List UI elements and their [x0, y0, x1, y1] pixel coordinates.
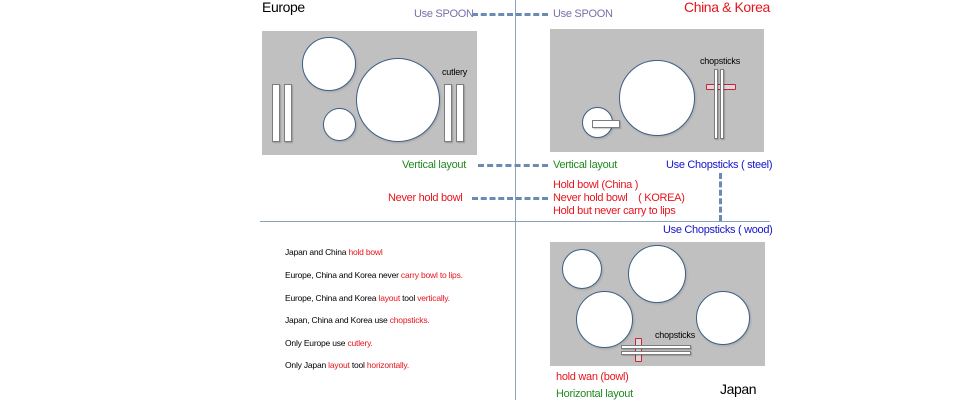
japan-small-plate-1 [562, 249, 602, 289]
japan-dish-large [628, 245, 686, 303]
europe-small-bowl [323, 108, 356, 141]
summary-line-5: Only Europe use cutlery. [285, 338, 373, 348]
europe-table-panel: cutlery [262, 31, 477, 155]
japan-soup-bowl [696, 291, 750, 345]
soup-spoon [592, 120, 620, 128]
vertical-divider [515, 0, 516, 400]
europe-knife-right-2 [456, 84, 464, 142]
never-hold-bowl-europe: Never hold bowl [388, 192, 463, 204]
chopsticks-connector [719, 173, 722, 221]
summary-line-1: Japan and China hold bowl [285, 247, 383, 257]
europe-bread-plate [302, 37, 356, 91]
vertical-layout-connector [478, 164, 548, 167]
summary-line-4: Japan, China and Korea use chopsticks. [285, 315, 430, 325]
horizontal-divider [260, 221, 770, 222]
steel-chopstick-1 [714, 69, 718, 139]
europe-knife-right-1 [444, 84, 452, 142]
use-chopsticks-steel: Use Chopsticks ( steel) [666, 159, 773, 171]
use-spoon-china-korea: Use SPOON [553, 8, 613, 20]
horizontal-layout-japan: Horizontal layout [556, 388, 633, 400]
europe-main-plate [356, 58, 440, 142]
chopsticks-label-bottom: chopsticks [655, 330, 696, 340]
never-hold-bowl-korea: Never hold bowl ( KOREA) [553, 192, 685, 204]
europe-fork-left-1 [272, 84, 280, 142]
japan-table-panel: chopsticks [550, 242, 765, 366]
hold-bowl-china: Hold bowl (China ) [553, 179, 639, 191]
vertical-layout-china-korea: Vertical layout [553, 159, 617, 171]
title-china-korea: China & Korea [684, 0, 770, 15]
use-spoon-europe: Use SPOON [414, 8, 474, 20]
cutlery-label: cutlery [442, 67, 468, 77]
europe-fork-left-2 [284, 84, 292, 142]
wood-chopstick-1 [621, 345, 691, 349]
hold-never-carry-to-lips: Hold but never carry to lips [553, 205, 676, 217]
vertical-layout-europe: Vertical layout [402, 159, 466, 171]
spoon-connector [472, 13, 548, 16]
chopstick-rest-bottom [635, 338, 642, 362]
japan-rice-bowl [576, 291, 633, 348]
steel-chopstick-2 [720, 69, 724, 139]
summary-line-3: Europe, China and Korea layout tool vert… [285, 293, 450, 303]
chopsticks-label-top: chopsticks [700, 56, 741, 66]
summary-line-6: Only Japan layout tool horizontally. [285, 360, 410, 370]
china-korea-table-panel: chopsticks [550, 29, 764, 152]
wood-chopstick-2 [621, 351, 691, 355]
bowl-connector [472, 197, 548, 200]
title-japan: Japan [720, 381, 757, 397]
title-europe: Europe [262, 0, 305, 15]
use-chopsticks-wood: Use Chopsticks ( wood) [663, 224, 773, 236]
summary-line-2: Europe, China and Korea never carry bowl… [285, 270, 463, 280]
hold-wan-bowl: hold wan (bowl) [556, 371, 629, 383]
china-korea-main-plate [619, 60, 695, 136]
